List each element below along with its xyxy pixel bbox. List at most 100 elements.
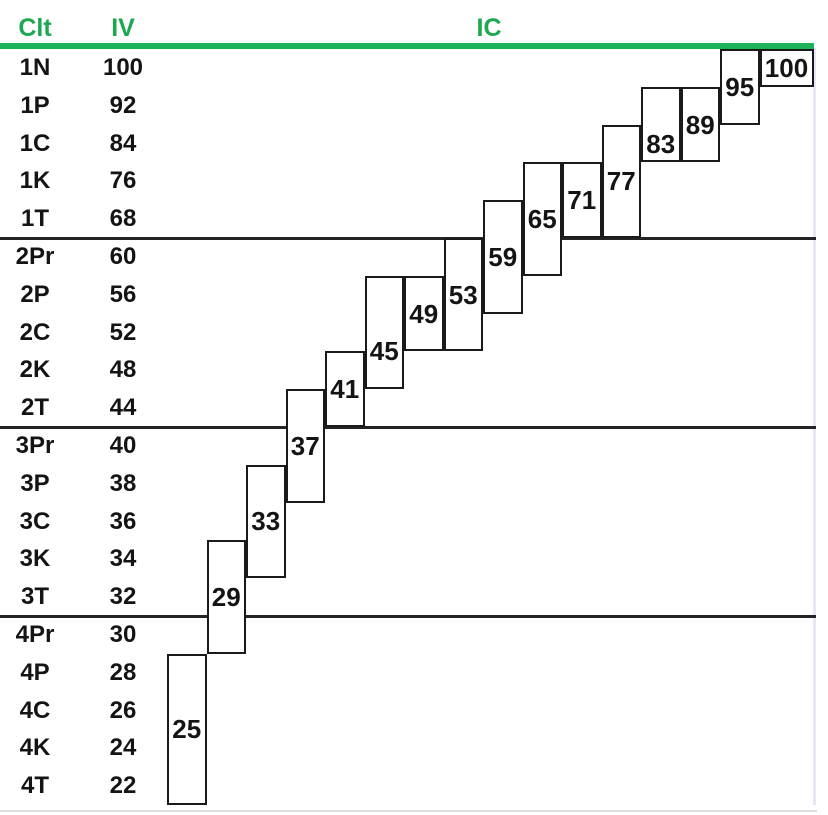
table-row: 2K 48 xyxy=(0,351,170,389)
row-iv-value: 68 xyxy=(109,205,137,233)
table-row: 1T 68 xyxy=(0,200,170,238)
ic-box-label: 95 xyxy=(725,71,755,102)
col-header-clt: Clt xyxy=(18,14,52,42)
table-row: 3C 36 xyxy=(0,503,170,541)
row-iv-value: 60 xyxy=(109,243,137,270)
ic-box-label: 33 xyxy=(251,506,281,537)
row-iv-value: 38 xyxy=(109,469,137,497)
row-iv-value: 76 xyxy=(109,167,137,195)
ic-box-label: 37 xyxy=(290,430,320,461)
row-iv-value: 44 xyxy=(109,394,137,422)
row-clt-label: 3P xyxy=(20,469,50,497)
row-iv-value: 48 xyxy=(109,356,137,384)
table-row: 4P 28 xyxy=(0,654,170,692)
row-clt-label: 1C xyxy=(19,129,51,157)
row-clt-label: 1K xyxy=(19,167,51,195)
row-clt-label: 1P xyxy=(20,91,50,119)
ic-box-label: 45 xyxy=(369,336,399,367)
ic-box-label: 65 xyxy=(527,204,557,235)
col-header-iv: IV xyxy=(111,14,135,42)
ic-box: 100 xyxy=(759,49,814,87)
ic-box: 83 xyxy=(641,86,681,163)
ic-box: 89 xyxy=(680,86,720,163)
row-clt-label: 2K xyxy=(19,356,51,384)
row-iv-value: 40 xyxy=(109,432,137,459)
row-clt-label: 3Pr xyxy=(15,432,55,459)
ic-box: 59 xyxy=(483,200,523,314)
row-iv-value: 100 xyxy=(102,54,144,81)
row-iv-value: 28 xyxy=(109,658,137,686)
ic-box: 45 xyxy=(364,275,404,390)
ic-box-label: 83 xyxy=(646,128,676,159)
row-iv-value: 22 xyxy=(109,772,137,800)
header-rule xyxy=(0,43,814,49)
group-divider xyxy=(0,614,816,618)
row-clt-label: 3T xyxy=(20,583,49,611)
table-row: 4K 24 xyxy=(0,729,170,767)
row-clt-label: 4K xyxy=(19,734,51,762)
ic-box: 71 xyxy=(562,162,602,238)
col-header-ic: IC xyxy=(476,14,502,42)
row-clt-label: 2C xyxy=(19,318,51,346)
row-iv-value: 56 xyxy=(109,280,137,308)
row-iv-value: 36 xyxy=(109,507,137,535)
ic-box: 25 xyxy=(167,653,207,805)
row-clt-label: 2P xyxy=(20,280,50,308)
table-row: 2C 52 xyxy=(0,314,170,352)
row-clt-label: 4P xyxy=(20,658,50,686)
table-row: 4Pr 30 xyxy=(0,616,170,654)
row-clt-label: 4C xyxy=(19,696,51,724)
table-row: 2Pr 60 xyxy=(0,238,170,276)
row-clt-label: 4Pr xyxy=(15,621,55,648)
row-iv-value: 26 xyxy=(109,696,137,724)
ic-box-label: 53 xyxy=(448,279,478,310)
row-iv-value: 34 xyxy=(109,545,137,573)
table-row: 3P 38 xyxy=(0,465,170,503)
ic-box: 49 xyxy=(404,275,444,352)
ic-box: 41 xyxy=(325,351,365,427)
table-row: 1C 84 xyxy=(0,125,170,163)
ic-box-label: 49 xyxy=(409,298,439,329)
row-clt-label: 4T xyxy=(20,772,49,800)
table-row: 4T 22 xyxy=(0,767,170,805)
row-iv-value: 92 xyxy=(109,91,137,119)
table-row: 3K 34 xyxy=(0,540,170,578)
table-row: 3Pr 40 xyxy=(0,427,170,465)
table-row: 2P 56 xyxy=(0,276,170,314)
ic-box-label: 100 xyxy=(764,52,809,83)
row-clt-label: 3K xyxy=(19,545,51,573)
ic-box-label: 41 xyxy=(330,374,360,405)
table-row: 1N 100 xyxy=(0,49,170,87)
row-iv-value: 30 xyxy=(109,621,137,648)
row-clt-label: 2Pr xyxy=(15,243,55,270)
row-clt-label: 1N xyxy=(19,54,51,81)
ic-box: 65 xyxy=(522,162,562,276)
row-iv-value: 52 xyxy=(109,318,137,346)
ic-box-label: 25 xyxy=(172,714,202,745)
ic-box: 95 xyxy=(720,49,760,125)
ic-box: 37 xyxy=(285,389,325,503)
table-row: 3T 32 xyxy=(0,578,170,616)
row-clt-label: 1T xyxy=(20,205,49,233)
group-divider xyxy=(0,425,816,429)
ic-box-label: 71 xyxy=(567,185,597,216)
row-clt-label: 3C xyxy=(19,507,51,535)
row-iv-value: 32 xyxy=(109,583,137,611)
ic-box-label: 59 xyxy=(488,241,518,272)
table-row: 1P 92 xyxy=(0,87,170,125)
ic-box: 77 xyxy=(601,124,641,238)
table-row: 4C 26 xyxy=(0,692,170,730)
row-iv-value: 24 xyxy=(109,734,137,762)
table-row: 1K 76 xyxy=(0,162,170,200)
bottom-border xyxy=(0,810,817,812)
row-iv-value: 84 xyxy=(109,129,137,157)
ic-box: 29 xyxy=(206,540,246,654)
ic-box-label: 77 xyxy=(606,166,636,197)
ic-box-label: 29 xyxy=(211,582,241,613)
group-divider xyxy=(0,236,816,240)
ic-box: 53 xyxy=(443,238,483,352)
ic-box: 33 xyxy=(246,464,286,579)
ic-box-label: 89 xyxy=(685,109,715,140)
